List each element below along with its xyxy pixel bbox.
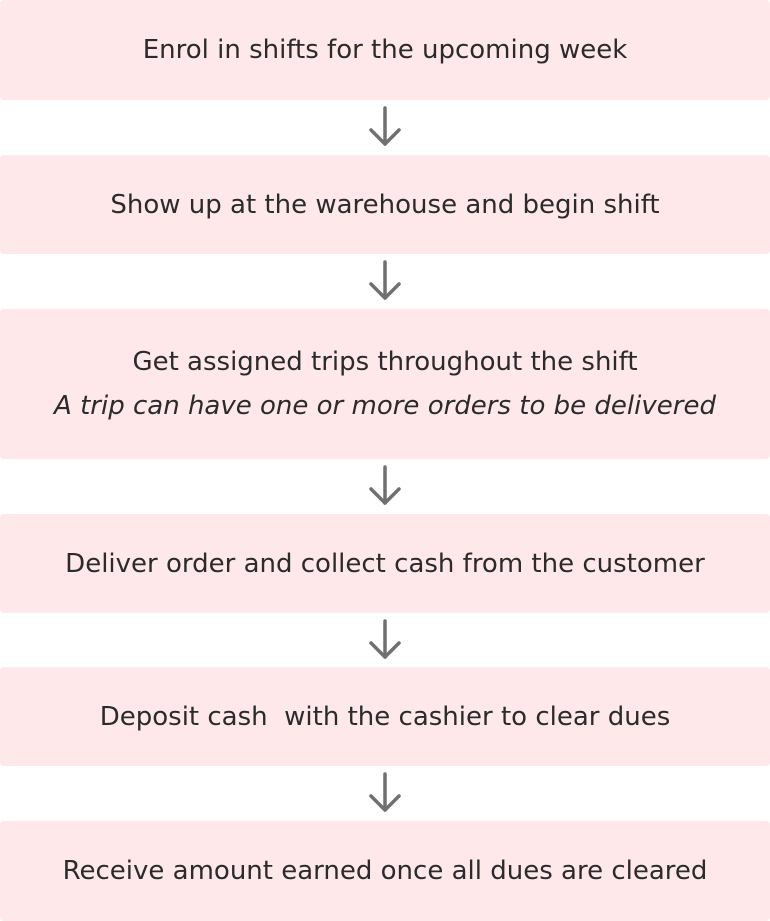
step-label: Deliver order and collect cash from the … [65, 548, 705, 579]
step-label: Enrol in shifts for the upcoming week [142, 35, 628, 65]
step-note: A trip can have one or more orders to be… [54, 391, 716, 421]
step-box-assigned-trips: Get assigned trips throughout the shift … [0, 309, 770, 459]
down-arrow-icon [369, 772, 401, 812]
step-box-begin-shift: Show up at the warehouse and begin shift [0, 155, 770, 254]
down-arrow-icon [369, 106, 401, 146]
step-label: Show up at the warehouse and begin shift [110, 189, 660, 220]
step-label: Get assigned trips throughout the shift [132, 347, 638, 377]
step-box-deliver-order: Deliver order and collect cash from the … [0, 514, 770, 613]
step-box-enrol: Enrol in shifts for the upcoming week [0, 0, 770, 100]
step-label: Deposit cash with the cashier to clear d… [99, 701, 671, 732]
step-label: Receive amount earned once all dues are … [62, 856, 708, 886]
down-arrow-icon [369, 465, 401, 505]
step-box-receive-amount: Receive amount earned once all dues are … [0, 821, 770, 921]
step-box-deposit-cash: Deposit cash with the cashier to clear d… [0, 667, 770, 766]
down-arrow-icon [369, 260, 401, 300]
down-arrow-icon [369, 619, 401, 659]
